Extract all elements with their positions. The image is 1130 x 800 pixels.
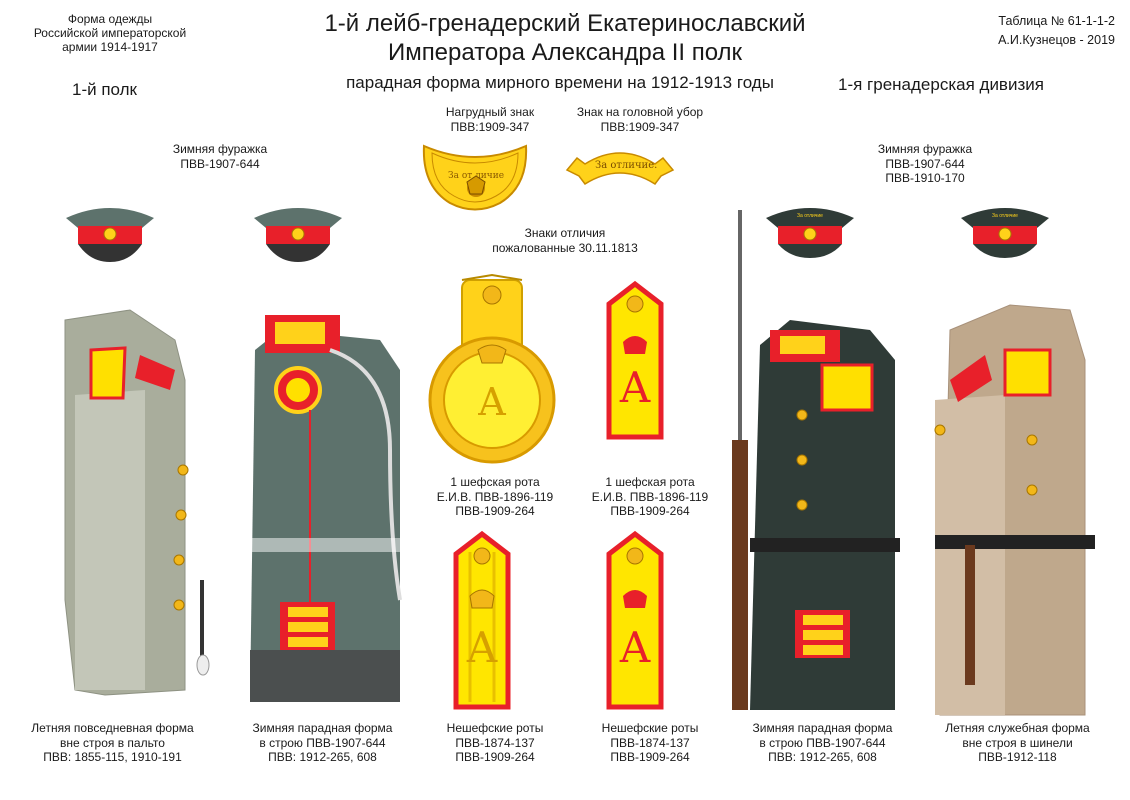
svg-text:А: А <box>619 363 651 412</box>
svg-text:A: A <box>477 380 506 424</box>
svg-text:А: А <box>619 623 651 672</box>
breast-badge-label: Нагрудный знак ПВВ:1909-347 <box>445 105 535 134</box>
cap-badge-text-4: За отличие <box>992 213 1018 219</box>
breast-badge-illustration: За от личие <box>422 144 528 211</box>
figure-3-winter-parade <box>732 210 900 710</box>
figure-caption-1: Летняя повседневная форма вне строя в па… <box>31 721 194 764</box>
page-title: 1-й лейб-гренадерский Екатеринославский … <box>324 10 806 66</box>
cap-badge-text-3: За отличие <box>797 213 823 219</box>
head-badge-label: Знак на головной убор ПВВ:1909-347 <box>576 105 704 134</box>
strap-nonchef-illustration-1: А <box>453 530 511 710</box>
svg-text:А: А <box>466 623 498 672</box>
cap-figure-3: За отличие <box>766 208 854 258</box>
figure-2-winter-parade <box>250 315 402 702</box>
figure-caption-3: Зимняя парадная форма в строю ПВВ-1907-6… <box>752 721 893 764</box>
strap-nonchef-label-1: Нешефские роты ПВВ-1874-137 ПВВ-1909-264 <box>446 721 544 764</box>
distinctions-label: Знаки отличия пожалованные 30.11.1813 <box>492 226 638 255</box>
cap-figure-4: За отличие <box>961 208 1049 258</box>
cap-figure-2 <box>254 208 342 262</box>
cap-right-label: Зимняя фуражка ПВВ-1907-644 ПВВ-1910-170 <box>877 142 973 185</box>
figure-caption-2: Зимняя парадная форма в строю ПВВ-1907-6… <box>252 721 393 764</box>
epaulette-label: 1 шефская рота Е.И.В. ПВВ-1896-119 ПВВ-1… <box>436 475 554 518</box>
head-badge-text: За отличие. <box>595 160 657 171</box>
epaulette-chef-illustration: A <box>428 273 556 464</box>
strap-nonchef-label-2: Нешефские роты ПВВ-1874-137 ПВВ-1909-264 <box>601 721 699 764</box>
cap-left-label: Зимняя фуражка ПВВ-1907-644 <box>172 142 268 171</box>
figure-caption-4: Летняя служебная форма вне строя в шинел… <box>945 721 1090 764</box>
cap-figure-1 <box>66 208 154 262</box>
figure-1-summer-coat <box>64 309 210 696</box>
figure-4-summer-service <box>934 304 1095 716</box>
strap-chef-illustration: А <box>606 280 664 440</box>
regiment-number: 1-й полк <box>72 80 137 99</box>
head-badge-illustration: За отличие. <box>565 152 675 186</box>
table-info: Таблица № 61-1-1-2 А.И.Кузнецов - 2019 <box>998 14 1115 47</box>
collection-title: Форма одежды Российской императорской ар… <box>33 12 187 54</box>
strap-nonchef-illustration-2: А <box>606 530 664 710</box>
division-name: 1-я гренадерская дивизия <box>838 75 1044 94</box>
strap-chef-label: 1 шефская рота Е.И.В. ПВВ-1896-119 ПВВ-1… <box>591 475 709 518</box>
page-subtitle: парадная форма мирного времени на 1912-1… <box>346 73 774 92</box>
